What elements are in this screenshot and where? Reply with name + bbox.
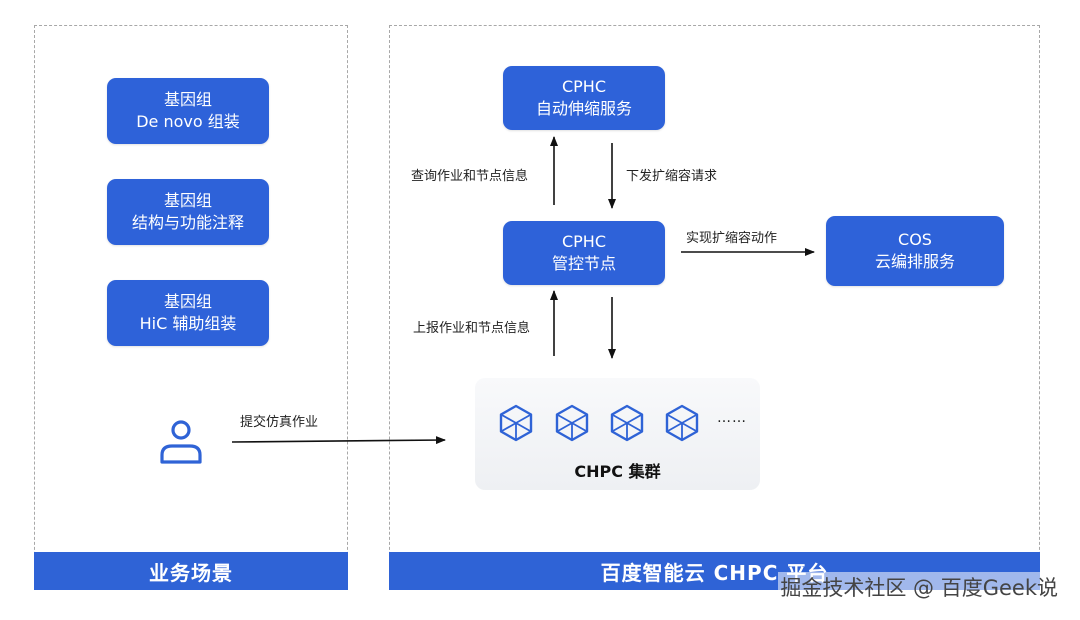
box-line2: De novo 组装 xyxy=(136,112,240,131)
box-line2: 自动伸缩服务 xyxy=(535,99,632,118)
box-line1: 基因组 xyxy=(163,191,212,210)
box-line1: COS xyxy=(898,230,932,249)
box-line2: 云编排服务 xyxy=(874,252,955,271)
submit-job-label: 提交仿真作业 xyxy=(240,415,319,430)
more-nodes-ellipsis: …… xyxy=(717,410,747,426)
user-icon xyxy=(160,420,202,464)
submit-job-arrow xyxy=(231,436,446,445)
genome-annotation-box: 基因组 结构与功能注释 xyxy=(107,179,269,245)
genome-denovo-box: 基因组 De novo 组装 xyxy=(107,78,269,144)
box-line1: CPHC xyxy=(561,77,607,96)
cluster-label: CHPC 集群 xyxy=(574,462,661,481)
query-info-label: 查询作业和节点信息 xyxy=(411,169,529,184)
cube-icon xyxy=(499,404,533,442)
cube-icon xyxy=(665,404,699,442)
scale-request-label: 下发扩缩容请求 xyxy=(626,169,718,184)
box-line2: 结构与功能注释 xyxy=(131,213,244,232)
box-line1: 基因组 xyxy=(163,292,212,311)
cphc-autoscale-box: CPHC 自动伸缩服务 xyxy=(503,66,665,130)
genome-hic-box: 基因组 HiC 辅助组装 xyxy=(107,280,269,346)
business-scenario-footer: 业务场景 xyxy=(34,552,348,590)
box-line1: 基因组 xyxy=(163,90,212,109)
box-line2: HiC 辅助组装 xyxy=(139,314,237,333)
report-info-label: 上报作业和节点信息 xyxy=(413,321,531,336)
box-line1: CPHC xyxy=(561,232,607,251)
cphc-control-box: CPHC 管控节点 xyxy=(503,221,665,285)
watermark: 掘金技术社区 @ 百度Geek说 xyxy=(778,572,1060,602)
cube-icon xyxy=(610,404,644,442)
box-line2: 管控节点 xyxy=(551,254,616,273)
business-scenario-panel: 业务场景 xyxy=(34,25,348,590)
cube-icon xyxy=(555,404,589,442)
cos-box: COS 云编排服务 xyxy=(826,216,1004,286)
scale-action-label: 实现扩缩容动作 xyxy=(686,231,778,246)
chpc-cluster: …… CHPC 集群 xyxy=(475,378,760,490)
